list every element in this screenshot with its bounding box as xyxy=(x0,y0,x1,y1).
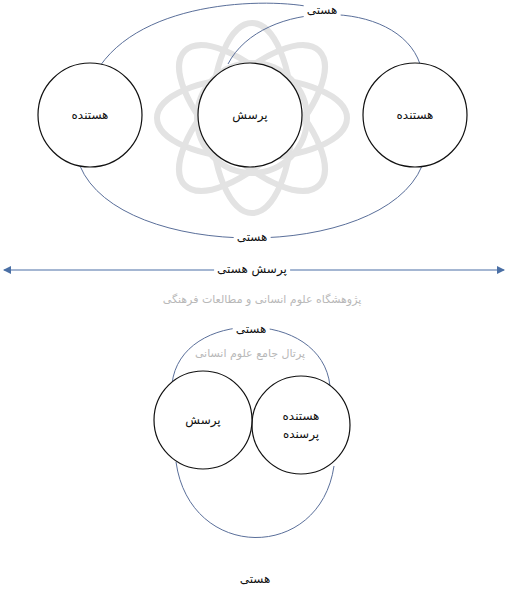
concept-label: پرسش هستی xyxy=(214,262,290,278)
watermark-text: پژوهشگاه علوم انسانی و مطالعات فرهنگی xyxy=(160,293,365,307)
concept-label: هستی xyxy=(237,572,274,588)
watermark-logo xyxy=(157,23,348,214)
concept-circle: پرسش xyxy=(153,370,253,470)
concept-circle: هستنده xyxy=(362,62,468,168)
concept-circle: هستنده پرسنده xyxy=(251,375,351,475)
concept-circle: پرسش xyxy=(197,62,303,168)
concept-circle: هستنده xyxy=(37,62,143,168)
concept-label: هستی xyxy=(304,3,341,19)
bracket-arc xyxy=(100,3,322,66)
bracket-arc xyxy=(80,166,422,238)
concept-label: هستی xyxy=(233,322,270,338)
node-text: پرسش xyxy=(232,106,267,124)
node-text: هستنده xyxy=(397,106,434,124)
circle-outline xyxy=(251,375,351,475)
bracket-arc xyxy=(228,15,420,65)
node-text: پرسش xyxy=(185,411,220,429)
node-text: هستنده xyxy=(72,106,109,124)
concept-label: هستی xyxy=(234,230,271,246)
watermark-text: پرتال جامع علوم انسانی xyxy=(192,347,308,361)
node-text: هستنده پرسنده xyxy=(270,407,332,443)
